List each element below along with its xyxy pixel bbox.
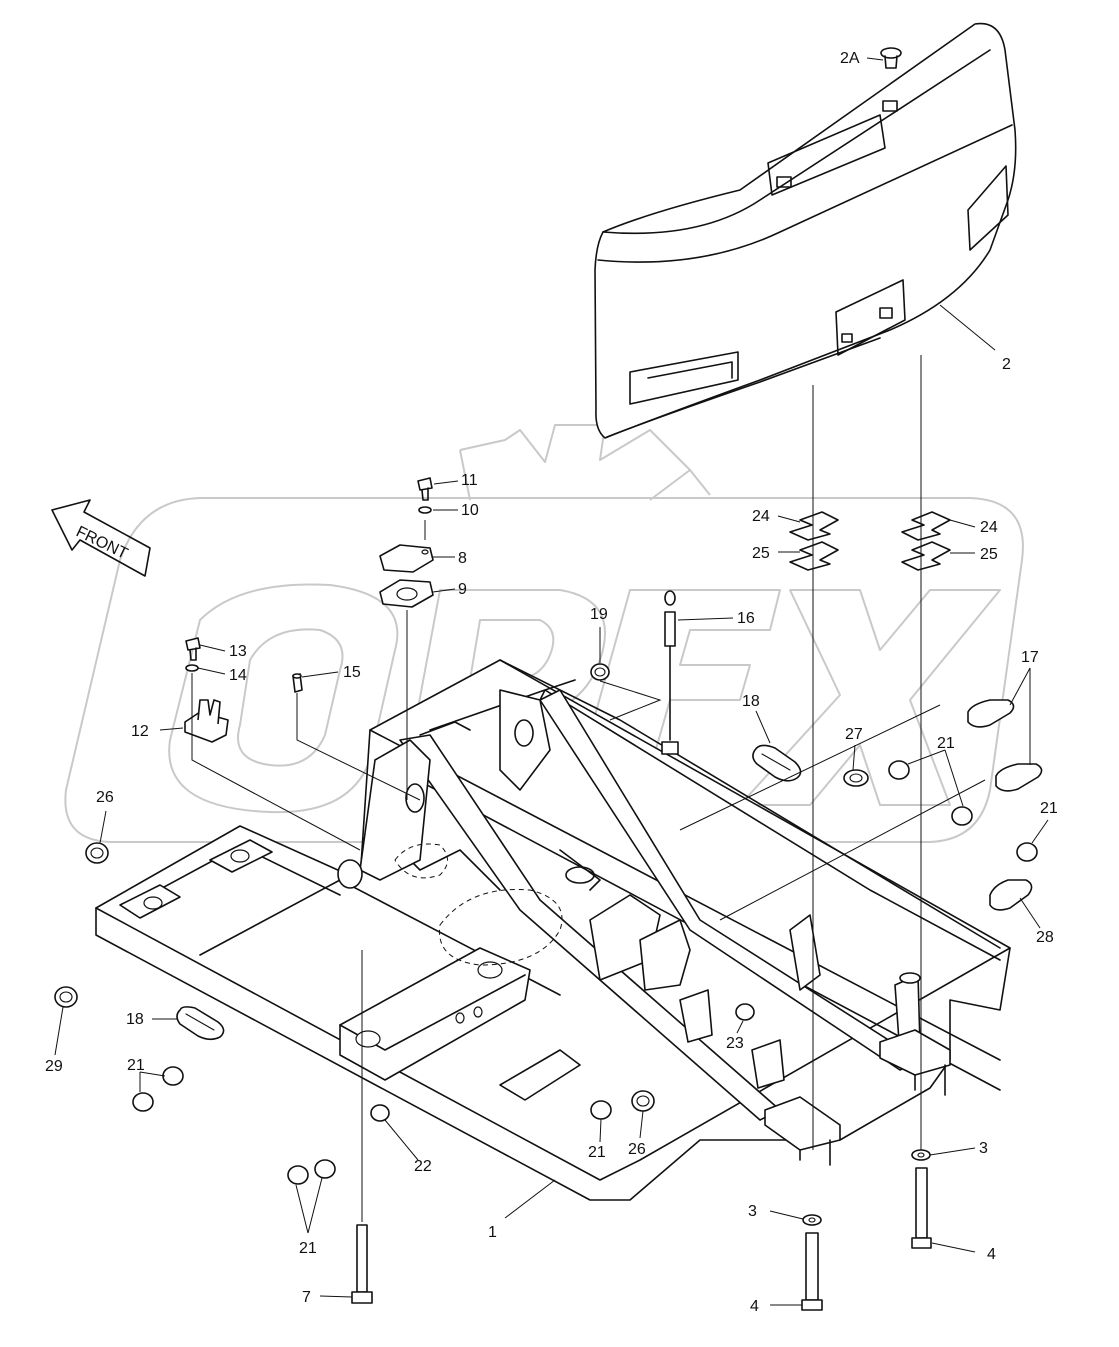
oval-grommet-17-top	[967, 699, 1015, 728]
callout-17: 17	[1021, 649, 1039, 666]
leader-lines	[54, 57, 1049, 1306]
grommet-29	[54, 986, 78, 1008]
oval-grommet-18-right	[752, 744, 802, 782]
grommet-21-center	[590, 1100, 612, 1120]
callout-13: 13	[229, 643, 247, 660]
callout-29: 29	[45, 1058, 63, 1075]
callout-22: 22	[414, 1158, 432, 1175]
washer-14	[185, 664, 199, 672]
cover-plate-8	[379, 544, 434, 573]
bolt-13	[185, 637, 201, 661]
callout-12: 12	[131, 723, 149, 740]
front-label: FRONT	[73, 523, 130, 563]
grommet-21-bottom-pair	[287, 1159, 336, 1185]
bolt-7	[351, 1224, 373, 1304]
callout-16: 16	[737, 610, 755, 627]
washer-3-right	[911, 1149, 931, 1161]
bolt-4-right	[911, 1167, 932, 1249]
grommet-19	[590, 663, 610, 681]
callout-21-bottom: 21	[299, 1240, 317, 1257]
callout-23: 23	[726, 1035, 744, 1052]
callout-8: 8	[458, 550, 467, 567]
callout-24-left: 24	[752, 508, 770, 525]
grommet-27	[843, 769, 869, 787]
callout-21-left: 21	[127, 1057, 145, 1074]
callout-15: 15	[343, 664, 361, 681]
grommet-23	[735, 1003, 755, 1021]
grommet-26-right	[631, 1090, 655, 1112]
callout-14: 14	[229, 667, 247, 684]
callout-11: 11	[461, 472, 478, 489]
oval-grommet-28	[989, 879, 1033, 911]
callout-21-center: 21	[588, 1144, 606, 1161]
callout-4-left: 4	[750, 1298, 759, 1315]
gasket-9	[379, 579, 434, 608]
grommet-21-left-pair	[132, 1066, 184, 1112]
washer-10	[418, 506, 432, 514]
callout-26-left: 26	[96, 789, 114, 806]
callout-2: 2	[1002, 356, 1011, 373]
oval-grommet-18-left	[176, 1006, 225, 1041]
bracket-12	[184, 699, 229, 743]
callout-9: 9	[458, 581, 467, 598]
callout-2a: 2A	[840, 50, 860, 67]
bolt-11	[417, 477, 433, 501]
shims-24-25-right	[901, 511, 951, 571]
callout-10: 10	[461, 502, 479, 519]
pin-16	[661, 590, 679, 755]
callout-27: 27	[845, 726, 863, 743]
grommet-21-right	[1016, 842, 1038, 862]
callout-26-right: 26	[628, 1141, 646, 1158]
callout-28: 28	[1036, 929, 1054, 946]
callout-21-upper: 21	[937, 735, 955, 752]
callout-7: 7	[302, 1289, 311, 1306]
callout-3-right: 3	[979, 1140, 988, 1157]
upper-frame	[95, 659, 1011, 1201]
callout-25-right: 25	[980, 546, 998, 563]
counterweight	[594, 22, 1017, 439]
callout-24-right: 24	[980, 519, 998, 536]
callout-25-left: 25	[752, 545, 770, 562]
callout-3-left: 3	[748, 1203, 757, 1220]
callout-4-right: 4	[987, 1246, 996, 1263]
grommet-22	[370, 1104, 390, 1122]
callout-21-right: 21	[1040, 800, 1058, 817]
callout-numbers: 2A 2 11 10 8 9 24 25 24 25 16 19 17 13 1…	[45, 50, 1058, 1315]
grommet-21-upper	[888, 760, 973, 826]
oval-grommet-17-bottom	[995, 763, 1043, 792]
washer-3-left	[802, 1214, 822, 1226]
pin-15	[292, 673, 303, 693]
lifting-cap-2a	[880, 47, 902, 69]
grommet-26-left	[85, 842, 109, 864]
callout-19: 19	[590, 606, 608, 623]
assembly-lines	[191, 355, 986, 1222]
bolt-4-left	[801, 1232, 823, 1311]
front-direction-arrow	[51, 499, 151, 577]
callout-18-left: 18	[126, 1011, 144, 1028]
callout-18-right: 18	[742, 693, 760, 710]
callout-1: 1	[488, 1224, 497, 1241]
shims-24-25-left	[789, 511, 839, 571]
